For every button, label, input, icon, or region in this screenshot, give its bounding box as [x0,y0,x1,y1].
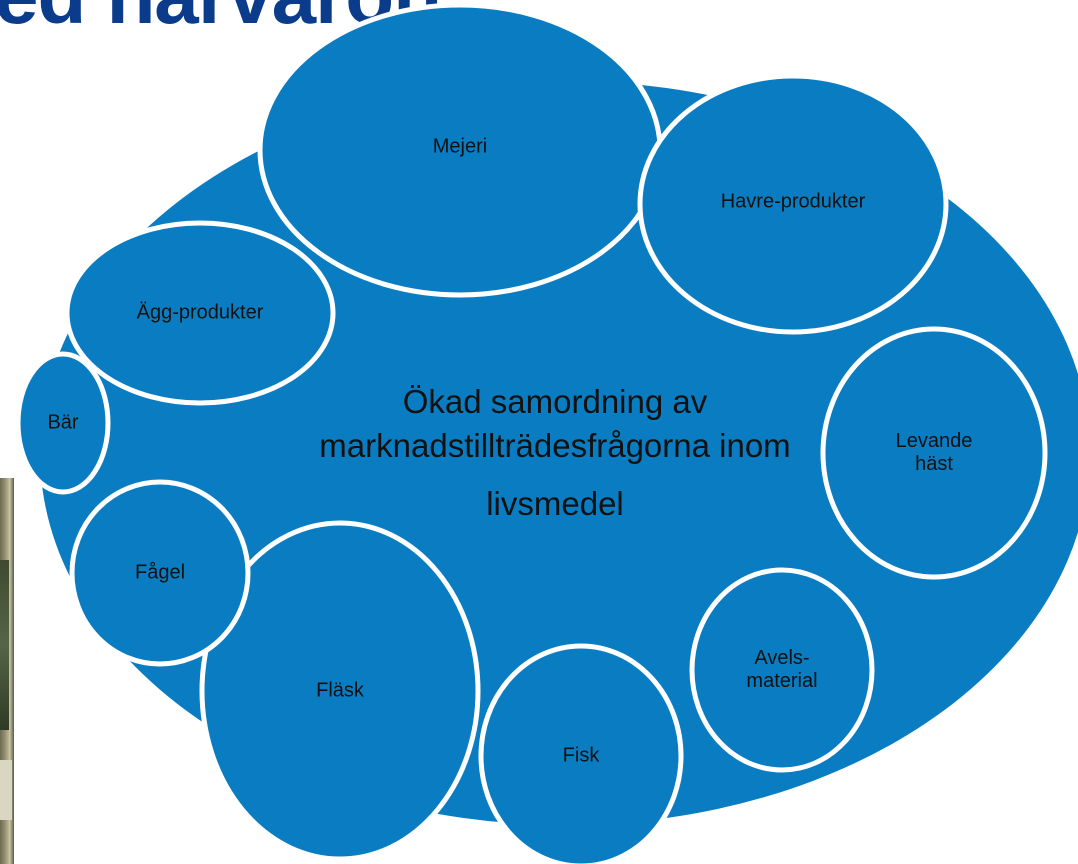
center-line-1: Ökad samordning av [402,383,708,420]
bubble-label-havre: Havre-produkter [720,190,866,213]
bubble-fisk [478,643,684,864]
bubble-fagel [69,479,251,667]
bubble-havre [637,73,949,335]
bubble-label-avels: Avels-material [746,647,818,692]
bubble-label-bar: Bär [47,411,79,434]
background-photo-highlight [0,760,12,820]
center-line-2: marknadstillträdesfrågorna inom [319,427,791,464]
background-photo-plant [0,560,9,730]
bubble-label-fisk: Fisk [562,744,600,767]
bubble-avels [689,567,875,773]
center-statement: Ökad samordning av marknadstillträdesfrå… [270,380,840,526]
bubble-label-mejeri: Mejeri [432,135,488,158]
bubble-label-fagel: Fågel [134,561,186,584]
center-line-3: livsmedel [486,485,624,522]
bubble-label-flask: Fläsk [316,679,364,702]
bubble-agg [64,220,336,406]
bubble-hast [820,326,1048,580]
bubble-bar [15,351,111,495]
bubble-label-agg: Ägg-produkter [136,301,264,324]
bubble-flask [199,520,481,862]
